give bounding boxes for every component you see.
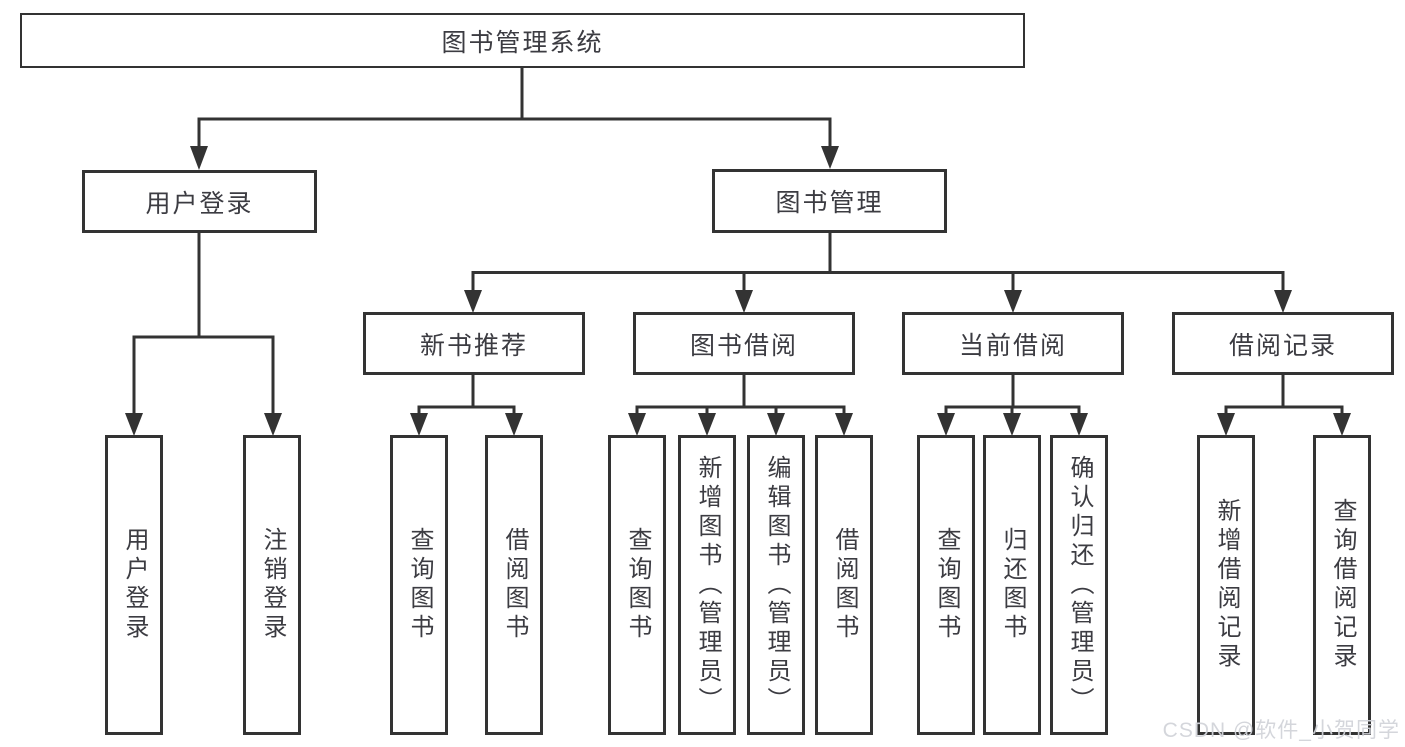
leaf-add-borrow-record: 新增借阅记录 <box>1197 435 1255 735</box>
leaf-query-books-borrow: 查询图书 <box>608 435 666 735</box>
leaf-return-books: 归还图书 <box>983 435 1041 735</box>
leaf-label: 借阅图书 <box>501 527 528 643</box>
leaf-label: 借阅图书 <box>831 527 858 643</box>
leaf-label: 新增借阅记录 <box>1213 498 1240 672</box>
node-book-borrow: 图书借阅 <box>633 312 855 375</box>
leaf-label: 查询图书 <box>624 527 651 643</box>
node-new-book-recommend: 新书推荐 <box>363 312 585 375</box>
csdn-watermark: CSDN @软件_小贺同学 <box>1162 719 1400 742</box>
leaf-label: 编辑图书（管理员） <box>763 454 790 716</box>
leaf-label: 新增图书（管理员） <box>694 454 721 716</box>
leaf-label: 查询图书 <box>933 527 960 643</box>
leaf-logout: 注销登录 <box>243 435 301 735</box>
leaf-label: 归还图书 <box>999 527 1026 643</box>
node-user-login: 用户登录 <box>82 170 317 233</box>
leaf-query-borrow-record: 查询借阅记录 <box>1313 435 1371 735</box>
leaf-label: 查询借阅记录 <box>1329 498 1356 672</box>
arrowheads <box>125 146 1351 436</box>
leaf-edit-books-admin: 编辑图书（管理员） <box>747 435 805 735</box>
node-current-borrow: 当前借阅 <box>902 312 1124 375</box>
node-borrow-records: 借阅记录 <box>1172 312 1394 375</box>
leaf-borrow-books-recommend: 借阅图书 <box>485 435 543 735</box>
leaf-query-books-recommend: 查询图书 <box>390 435 448 735</box>
leaf-query-books-current: 查询图书 <box>917 435 975 735</box>
leaf-label: 查询图书 <box>406 527 433 643</box>
leaf-confirm-return-admin: 确认归还（管理员） <box>1050 435 1108 735</box>
node-root: 图书管理系统 <box>20 13 1025 68</box>
leaf-label: 注销登录 <box>259 527 286 643</box>
leaf-label: 确认归还（管理员） <box>1066 454 1093 716</box>
leaf-borrow-books: 借阅图书 <box>815 435 873 735</box>
leaf-user-login: 用户登录 <box>105 435 163 735</box>
leaf-label: 用户登录 <box>121 527 148 643</box>
leaf-add-books-admin: 新增图书（管理员） <box>678 435 736 735</box>
node-book-management: 图书管理 <box>712 169 947 233</box>
